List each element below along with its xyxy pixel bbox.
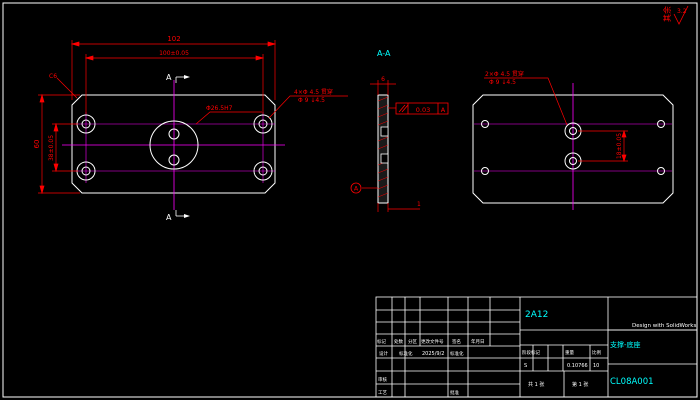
parallelism-symbol [398, 104, 406, 113]
back-view: 2×Φ 4.5 贯穿 Φ 9 ↓4.5 18±0.05 [472, 70, 674, 210]
roughness-value: 3.2 [677, 8, 687, 15]
back-hole-bottom-left [481, 167, 489, 175]
tb-row-label-count: 处数 [394, 338, 403, 345]
tb-row-label-mark: 标记 [377, 338, 386, 345]
tb-row-label-date: 年月日 [471, 338, 485, 345]
dimension-hole-spacing-y [52, 122, 78, 173]
tb-weight-label: 重量 [565, 349, 574, 356]
tb-stage-label: 阶段标记 [522, 349, 540, 356]
chamfer-label: C6 [49, 73, 57, 80]
corner-hole-callout-1: 4×Φ 4.5 贯穿 [294, 88, 333, 96]
tb-row-label-sign: 签名 [452, 338, 461, 345]
back-hole-top-right [657, 120, 665, 128]
tb-part-name: 支撑-底座 [610, 340, 641, 349]
corner-hole-callout-2: Φ 9 ↓4.5 [298, 97, 325, 104]
surface-roughness-note: 其余 3.2 [662, 5, 689, 25]
tb-drawing-number: CL08A001 [610, 377, 654, 387]
chamfer-leader [56, 77, 78, 99]
center-bore-leader [195, 111, 262, 125]
roughness-symbol [673, 5, 689, 25]
title-block [375, 296, 698, 398]
tb-material: 2A12 [525, 310, 548, 320]
back-hole-callout-1: 2×Φ 4.5 贯穿 [485, 70, 524, 78]
section-bottom-dim-text: 1 [417, 201, 421, 208]
center-upper-hole [168, 128, 180, 140]
dimension-back-hole-spacing [578, 129, 628, 163]
hole-spacing-y-text: 38±0.05 [48, 135, 55, 161]
overall-width-text: 102 [167, 35, 180, 43]
back-hole-spacing-text: 18±0.05 [616, 133, 623, 159]
corner-hole-bottom-right [253, 161, 273, 181]
tb-weight-value: 0.10766 [567, 363, 588, 369]
datum-circle [350, 182, 362, 194]
tb-sheet-index: 第 1 张 [572, 381, 588, 388]
tb-designer-label: 设计 [379, 350, 388, 357]
flatness-frame [395, 102, 449, 115]
front-view: 102 100±0.05 60 38±0.05 [33, 35, 348, 222]
tb-design-note: Design with SolidWorks [632, 323, 696, 329]
tb-stage-value: S [524, 363, 527, 369]
center-bore-circle [149, 120, 199, 170]
tb-row-label-zone: 分区 [408, 338, 417, 345]
back-hole-leader [484, 77, 568, 126]
tb-review-label: 审核 [378, 376, 387, 383]
dimension-hole-spacing-x [84, 54, 265, 114]
center-bore-callout: Φ26.5H7 [206, 105, 233, 112]
back-view-plate-outline [472, 94, 674, 204]
tb-scale-value: 10 [593, 363, 599, 369]
hole-spacing-x-text: 100±0.05 [159, 50, 189, 57]
flatness-value: 0.03 [416, 106, 430, 114]
section-mark-bottom: A [166, 213, 172, 222]
corner-hole-leader [268, 95, 348, 119]
section-mark-top: A [166, 73, 172, 82]
thickness-text: 6 [381, 76, 385, 83]
overall-height-text: 60 [33, 140, 41, 149]
back-hole-bottom-right [657, 167, 665, 175]
section-view-title: A-A [377, 49, 391, 58]
section-arrow-bottom [175, 210, 190, 218]
section-view: A-A 6 0.03 A [350, 49, 449, 212]
back-hole-callout-2: Φ 9 ↓4.5 [489, 79, 516, 86]
tb-approve-label: 批准 [450, 389, 459, 396]
flatness-datum: A [441, 106, 446, 114]
tb-process-label: 工艺 [378, 390, 387, 396]
front-view-plate-outline [71, 94, 276, 194]
section-arrow-top [175, 75, 190, 83]
section-counterbore-lower [380, 153, 389, 164]
dimension-thickness [370, 80, 396, 95]
tb-scale-label: 比例 [592, 349, 601, 356]
corner-hole-top-right [253, 114, 273, 134]
tb-row-label-change: 更改文件号 [421, 338, 444, 345]
back-hole-top-left [481, 120, 489, 128]
roughness-label: 其余 [662, 6, 672, 22]
tb-sheet-count: 共 1 张 [528, 381, 544, 388]
section-counterbore-upper [380, 126, 389, 137]
title-block-text: 标记 处数 分区 更改文件号 签名 年月日 设计 标准化 2025/9/2 标准… [377, 338, 601, 396]
datum-letter: A [354, 186, 359, 193]
dimension-section-bottom [377, 203, 420, 212]
dimension-overall-height [38, 93, 80, 195]
tb-standard-label-2: 标准化 [450, 350, 464, 357]
tb-date: 2025/9/2 [422, 351, 444, 357]
dimension-overall-width [70, 40, 277, 100]
center-lower-hole [168, 154, 180, 166]
tb-standard-label: 标准化 [399, 350, 413, 357]
